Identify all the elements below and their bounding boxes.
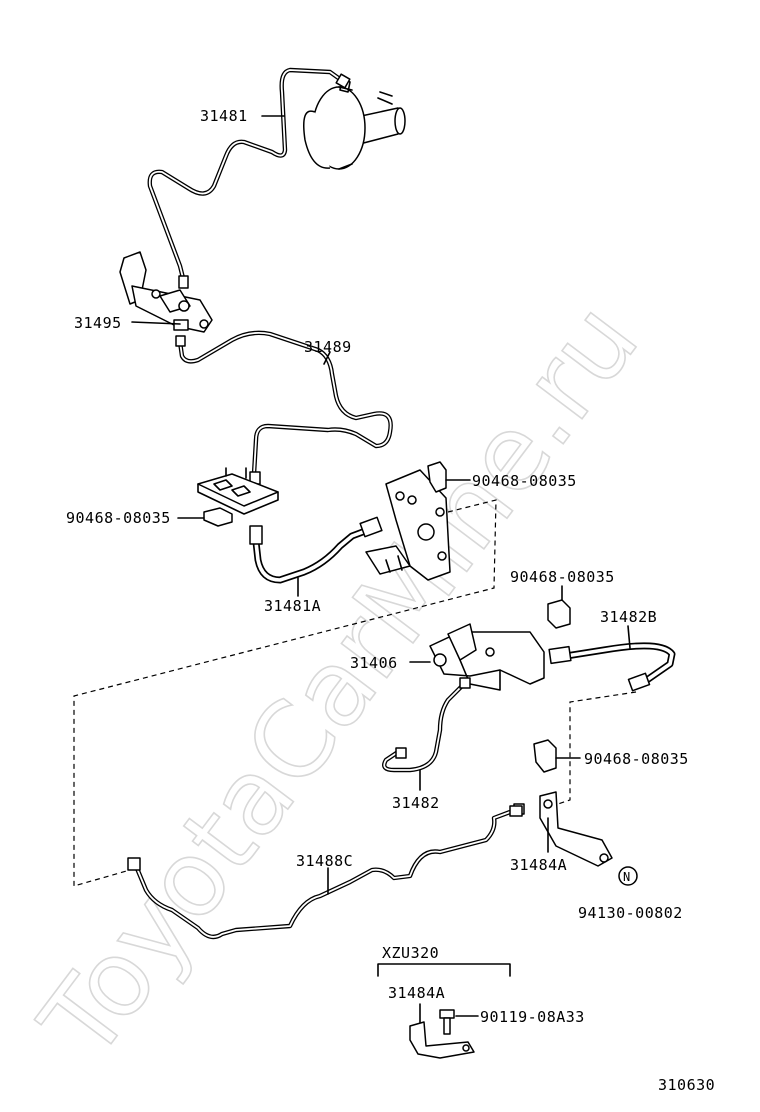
clip-lower-right [533, 739, 557, 773]
label-31482b: 31482B [600, 608, 657, 626]
label-clip-top: 90468-08035 [472, 472, 577, 490]
clip-right [547, 599, 571, 629]
pipe-31481 [147, 67, 351, 289]
label-31489: 31489 [304, 338, 352, 356]
hose-31482b [548, 642, 676, 692]
dashed-connector-right [551, 691, 637, 807]
label-31484a: 31484A [510, 856, 567, 874]
label-31406: 31406 [350, 654, 398, 672]
frame-bracket-left [197, 467, 279, 515]
variant-label: XZU320 [382, 944, 439, 962]
leader-31495 [131, 321, 181, 325]
diagram-code: 310630 [658, 1076, 715, 1094]
leader-31489 [323, 351, 331, 365]
label-94130: 94130-00802 [578, 904, 683, 922]
label-clip-3: 90468-08035 [510, 568, 615, 586]
nut-94130: N [618, 866, 638, 886]
label-31488c: 31488C [296, 852, 353, 870]
label-31495: 31495 [74, 314, 122, 332]
bracket-31484a [513, 791, 613, 867]
label-90119: 90119-08A33 [480, 1008, 585, 1026]
label-31481a: 31481A [264, 597, 321, 615]
pipe-31482 [382, 677, 471, 773]
label-31481: 31481 [200, 107, 248, 125]
variant-bracket-line [377, 963, 511, 977]
label-clip-1: 90468-08035 [66, 509, 171, 527]
pipe-31489 [175, 330, 393, 485]
leader-31482b [627, 625, 631, 649]
bracket-center [365, 469, 451, 581]
clip-left [203, 507, 233, 527]
nut-symbol-n: N [623, 870, 631, 884]
label-31484a-alt: 31484A [388, 984, 445, 1002]
bracket-31495 [119, 251, 213, 333]
pipe-31488c [127, 805, 523, 940]
hose-31481a [249, 516, 383, 584]
dashed-connector-main [73, 499, 497, 887]
bolt-90119 [439, 1009, 455, 1035]
bracket-31484a-alt [409, 1021, 475, 1059]
label-clip-4: 90468-08035 [584, 750, 689, 768]
label-31482: 31482 [392, 794, 440, 812]
clutch-master-cylinder [303, 77, 406, 170]
clip-top [427, 461, 447, 493]
bracket-31406 [429, 623, 545, 691]
